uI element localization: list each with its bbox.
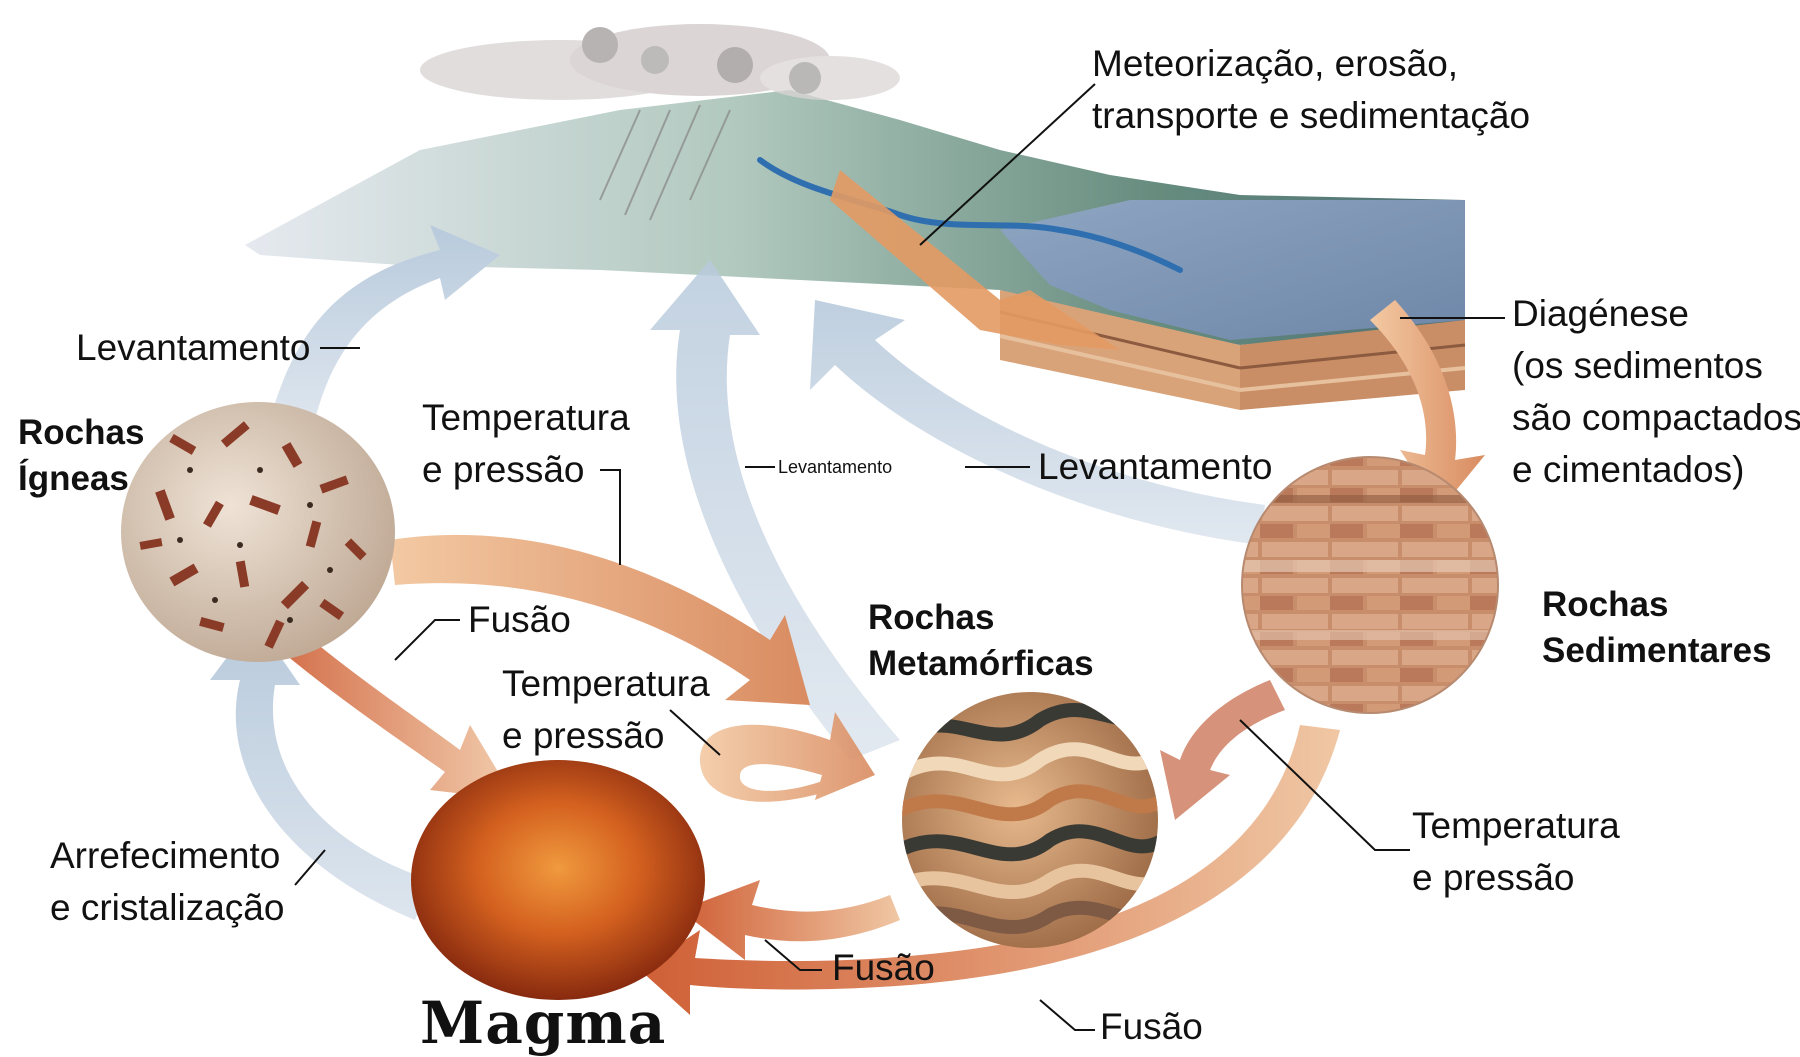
weathering-label: Meteorização, erosão, transporte e sedim… [1092,38,1530,142]
uplift-middle-label: Levantamento [778,456,892,478]
igneous-rock-label: Rochas Ígneas [18,410,144,502]
temp-pressure-right-label: Temperatura e pressão [1412,800,1620,904]
melting-metamorphic-label: Fusão [832,943,935,993]
leader-fusion-sed [1040,1000,1095,1030]
sedimentary-rock [1230,457,1510,713]
uplift-right-label: Levantamento [1038,442,1273,492]
leader-fusion-igneous [395,620,460,660]
temp-pressure-middle-label: Temperatura e pressão [502,658,710,762]
metamorphic-rock-label: Rochas Metamórficas [868,595,1094,687]
melting-arrow-igneous [280,630,515,800]
melting-igneous-label: Fusão [468,595,571,645]
temp-pressure-top-label: Temperatura e pressão [422,392,630,496]
sedimentary-rock-label: Rochas Sedimentares [1542,582,1772,674]
magma-label: Magma [420,990,666,1056]
diagenesis-label: Diagénese (os sedimentos são compactados… [1512,288,1800,496]
uplift-left-label: Levantamento [76,323,311,373]
igneous-rock [121,402,395,662]
temp-pressure-arrow-sedimentary [1160,680,1285,820]
magma-body [411,760,705,1000]
cooling-label: Arrefecimento e cristalização [50,830,284,934]
melting-sedimentary-label: Fusão [1100,1002,1203,1052]
